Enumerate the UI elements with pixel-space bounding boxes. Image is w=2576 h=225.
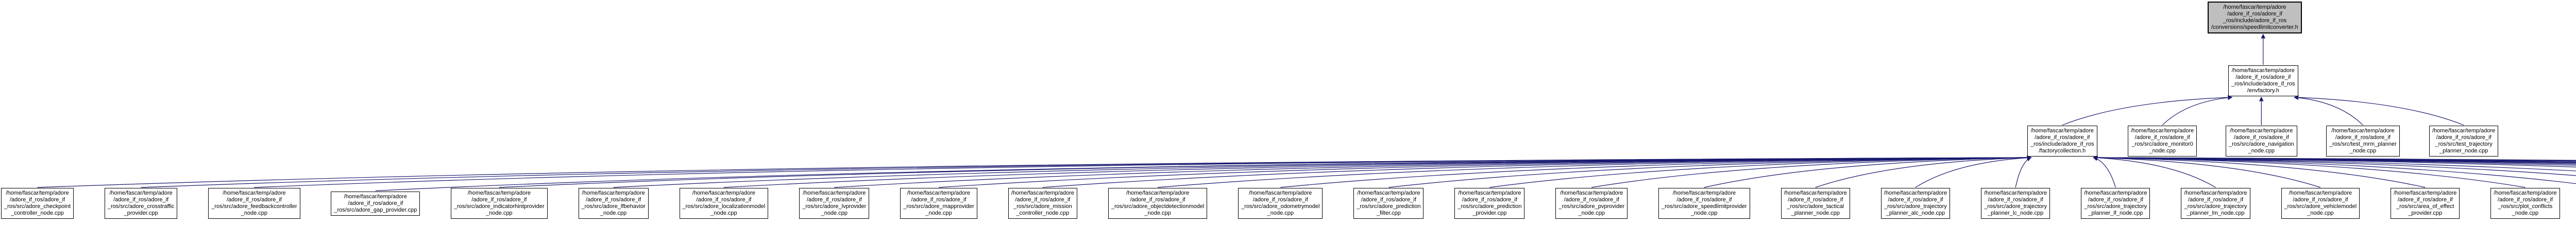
include-edge xyxy=(2093,155,2426,188)
include-edge xyxy=(1815,155,2032,188)
include-edge xyxy=(1280,155,2032,188)
graph-node-adore-mission-controller-node-cpp[interactable]: /home/fascar/temp/adore /adore_if_ros/ad… xyxy=(1008,188,1077,219)
graph-row-leaf-includers: /home/fascar/temp/adore /adore_if_ros/ad… xyxy=(0,184,2576,222)
include-edge xyxy=(2093,155,2576,161)
graph-node-adore-feedbackcontroller-node-cpp[interactable]: /home/fascar/temp/adore /adore_if_ros/ad… xyxy=(208,188,300,219)
include-edge xyxy=(1915,155,2032,188)
graph-row-direct-includers: /home/fascar/temp/adore /adore_if_ros/ad… xyxy=(0,126,2576,162)
graph-node-adore-vehiclemodel-node-cpp[interactable]: /home/fascar/temp/adore /adore_if_ros/ad… xyxy=(2281,188,2360,219)
graph-node-adore-trajectory-planner-lf-node-cpp[interactable]: /home/fascar/temp/adore /adore_if_ros/ad… xyxy=(2081,188,2150,219)
graph-node-adore-speedlimitprovider-node-cpp[interactable]: /home/fascar/temp/adore /adore_if_ros/ad… xyxy=(1658,188,1750,219)
graph-node-adore-objectdetectionmodel-node-cpp[interactable]: /home/fascar/temp/adore /adore_if_ros/ad… xyxy=(1108,188,1208,219)
graph-node-adore-checkpoint-controller-node-cpp[interactable]: /home/fascar/temp/adore /adore_if_ros/ad… xyxy=(1,188,74,219)
include-edge xyxy=(2093,155,2216,188)
graph-node-adore-tactical-planner-node-cpp[interactable]: /home/fascar/temp/adore /adore_if_ros/ad… xyxy=(1781,188,1850,219)
include-edge xyxy=(2093,155,2321,188)
graph-node-adore-prediction-filter-cpp[interactable]: /home/fascar/temp/adore /adore_if_ros/ad… xyxy=(1353,188,1424,219)
include-edge xyxy=(2093,156,2116,188)
graph-node-adore-lfbehavior-node-cpp[interactable]: /home/fascar/temp/adore /adore_if_ros/ad… xyxy=(578,188,649,219)
include-edge xyxy=(1158,155,2032,188)
graph-row-envfactory: /home/fascar/temp/adore /adore_if_ros/ad… xyxy=(2228,65,2298,96)
include-edge xyxy=(2062,95,2233,126)
include-edge xyxy=(2093,155,2576,163)
graph-node-plot-conflicts-node-cpp[interactable]: /home/fascar/temp/adore /adore_if_ros/ad… xyxy=(2490,188,2560,219)
graph-node-envfactory-h[interactable]: /home/fascar/temp/adore /adore_if_ros/ad… xyxy=(2228,65,2298,96)
graph-node-adore-gap-provider-cpp[interactable]: /home/fascar/temp/adore /adore_if_ros/ad… xyxy=(331,191,420,216)
graph-node-test-trajectory-planner-node-cpp[interactable]: /home/fascar/temp/adore /adore_if_ros/ad… xyxy=(2429,126,2499,157)
graph-node-adore-navigation-node-cpp[interactable]: /home/fascar/temp/adore /adore_if_ros/ad… xyxy=(2226,126,2297,157)
include-edge xyxy=(1489,155,2032,188)
graph-row-root: /home/fascar/temp/adore /adore_if_ros/ad… xyxy=(2208,2,2302,33)
include-edge xyxy=(2093,155,2576,171)
include-edge xyxy=(2093,155,2576,184)
graph-node-adore-lvprovider-node-cpp[interactable]: /home/fascar/temp/adore /adore_if_ros/ad… xyxy=(799,188,870,219)
include-edge xyxy=(1591,155,2032,188)
include-edge xyxy=(2294,95,2464,126)
include-edge xyxy=(2093,155,2576,162)
include-edge xyxy=(2093,155,2576,176)
graph-node-adore-odometrymodel-node-cpp[interactable]: /home/fascar/temp/adore /adore_if_ros/ad… xyxy=(1238,188,1323,219)
graph-node-adore-prediction-provider-cpp[interactable]: /home/fascar/temp/adore /adore_if_ros/ad… xyxy=(1454,188,1525,219)
include-edge xyxy=(2162,95,2233,126)
graph-node-adore-trajectory-planner-lc-node-cpp[interactable]: /home/fascar/temp/adore /adore_if_ros/ad… xyxy=(1980,188,2050,219)
graph-node-area-of-effect-provider-cpp[interactable]: /home/fascar/temp/adore /adore_if_ros/ad… xyxy=(2391,188,2460,219)
include-edge xyxy=(1704,155,2032,188)
graph-node-adore-pvprovider-node-cpp[interactable]: /home/fascar/temp/adore /adore_if_ros/ad… xyxy=(1555,188,1628,219)
include-edge xyxy=(254,155,2032,188)
graph-node-speedlimitconverter-h[interactable]: /home/fascar/temp/adore /adore_if_ros/ad… xyxy=(2208,2,2302,33)
graph-node-adore-indicatorhintprovider-node-cpp[interactable]: /home/fascar/temp/adore /adore_if_ros/ad… xyxy=(451,188,548,219)
include-edge xyxy=(2015,157,2032,188)
graph-node-adore-trajectory-planner-lm-node-cpp[interactable]: /home/fascar/temp/adore /adore_if_ros/ad… xyxy=(2181,188,2250,219)
graph-node-test-mrm-planner-node-cpp[interactable]: /home/fascar/temp/adore /adore_if_ros/ad… xyxy=(2326,126,2400,157)
graph-node-adore-monitor0-node-cpp[interactable]: /home/fascar/temp/adore /adore_if_ros/ad… xyxy=(2128,126,2197,157)
graph-node-adore-crosstraffic-provider-cpp[interactable]: /home/fascar/temp/adore /adore_if_ros/ad… xyxy=(104,188,178,219)
include-edge xyxy=(1042,155,2032,188)
graph-node-adore-trajectory-planner-alc-node-cpp[interactable]: /home/fascar/temp/adore /adore_if_ros/ad… xyxy=(1880,188,1951,219)
graph-node-adore-localizationmodel-node-cpp[interactable]: /home/fascar/temp/adore /adore_if_ros/ad… xyxy=(679,188,769,219)
include-edge xyxy=(1388,155,2032,188)
graph-node-adore-mapprovider-node-cpp[interactable]: /home/fascar/temp/adore /adore_if_ros/ad… xyxy=(900,188,977,219)
include-edge xyxy=(2294,95,2363,126)
graph-node-factorycollection-h[interactable]: /home/fascar/temp/adore /adore_if_ros/ad… xyxy=(2027,126,2097,157)
